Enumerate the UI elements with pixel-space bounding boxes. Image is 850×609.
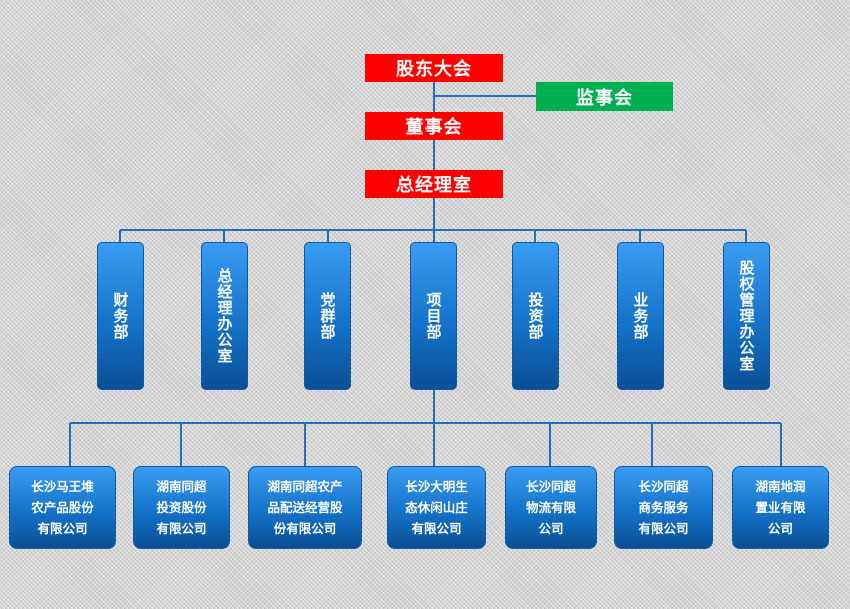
subsidiary-tongchao-distribution: 湖南同超农产 品配送经营股 份有限公司: [248, 466, 362, 549]
dept-investment: 投资部: [512, 242, 559, 390]
dept-party-affairs: 党群部: [304, 242, 351, 390]
dept-finance: 财务部: [97, 242, 144, 390]
shareholders-meeting-box: 股东大会: [365, 54, 503, 82]
general-manager-office-box: 总经理室: [365, 170, 503, 198]
subsidiary-tongchao-business-services: 长沙同超 商务服务 有限公司: [614, 466, 713, 549]
board-of-directors-box: 董事会: [365, 112, 503, 140]
subsidiary-dirun-property: 湖南地润 置业有限 公司: [732, 466, 829, 549]
subsidiary-tongchao-investment: 湖南同超 投资股份 有限公司: [133, 466, 230, 549]
dept-equity-management: 股权管理办公室: [723, 242, 770, 390]
dept-projects: 项目部: [410, 242, 457, 390]
supervisory-board-box: 监事会: [536, 82, 673, 111]
subsidiary-mawangdui: 长沙马王堆 农产品股份 有限公司: [9, 466, 116, 549]
dept-gm-office: 总经理办公室: [201, 242, 248, 390]
dept-business: 业务部: [617, 242, 664, 390]
subsidiary-daming-resort: 长沙大明生 态休闲山庄 有限公司: [387, 466, 486, 549]
subsidiary-tongchao-logistics: 长沙同超 物流有限 公司: [505, 466, 597, 549]
